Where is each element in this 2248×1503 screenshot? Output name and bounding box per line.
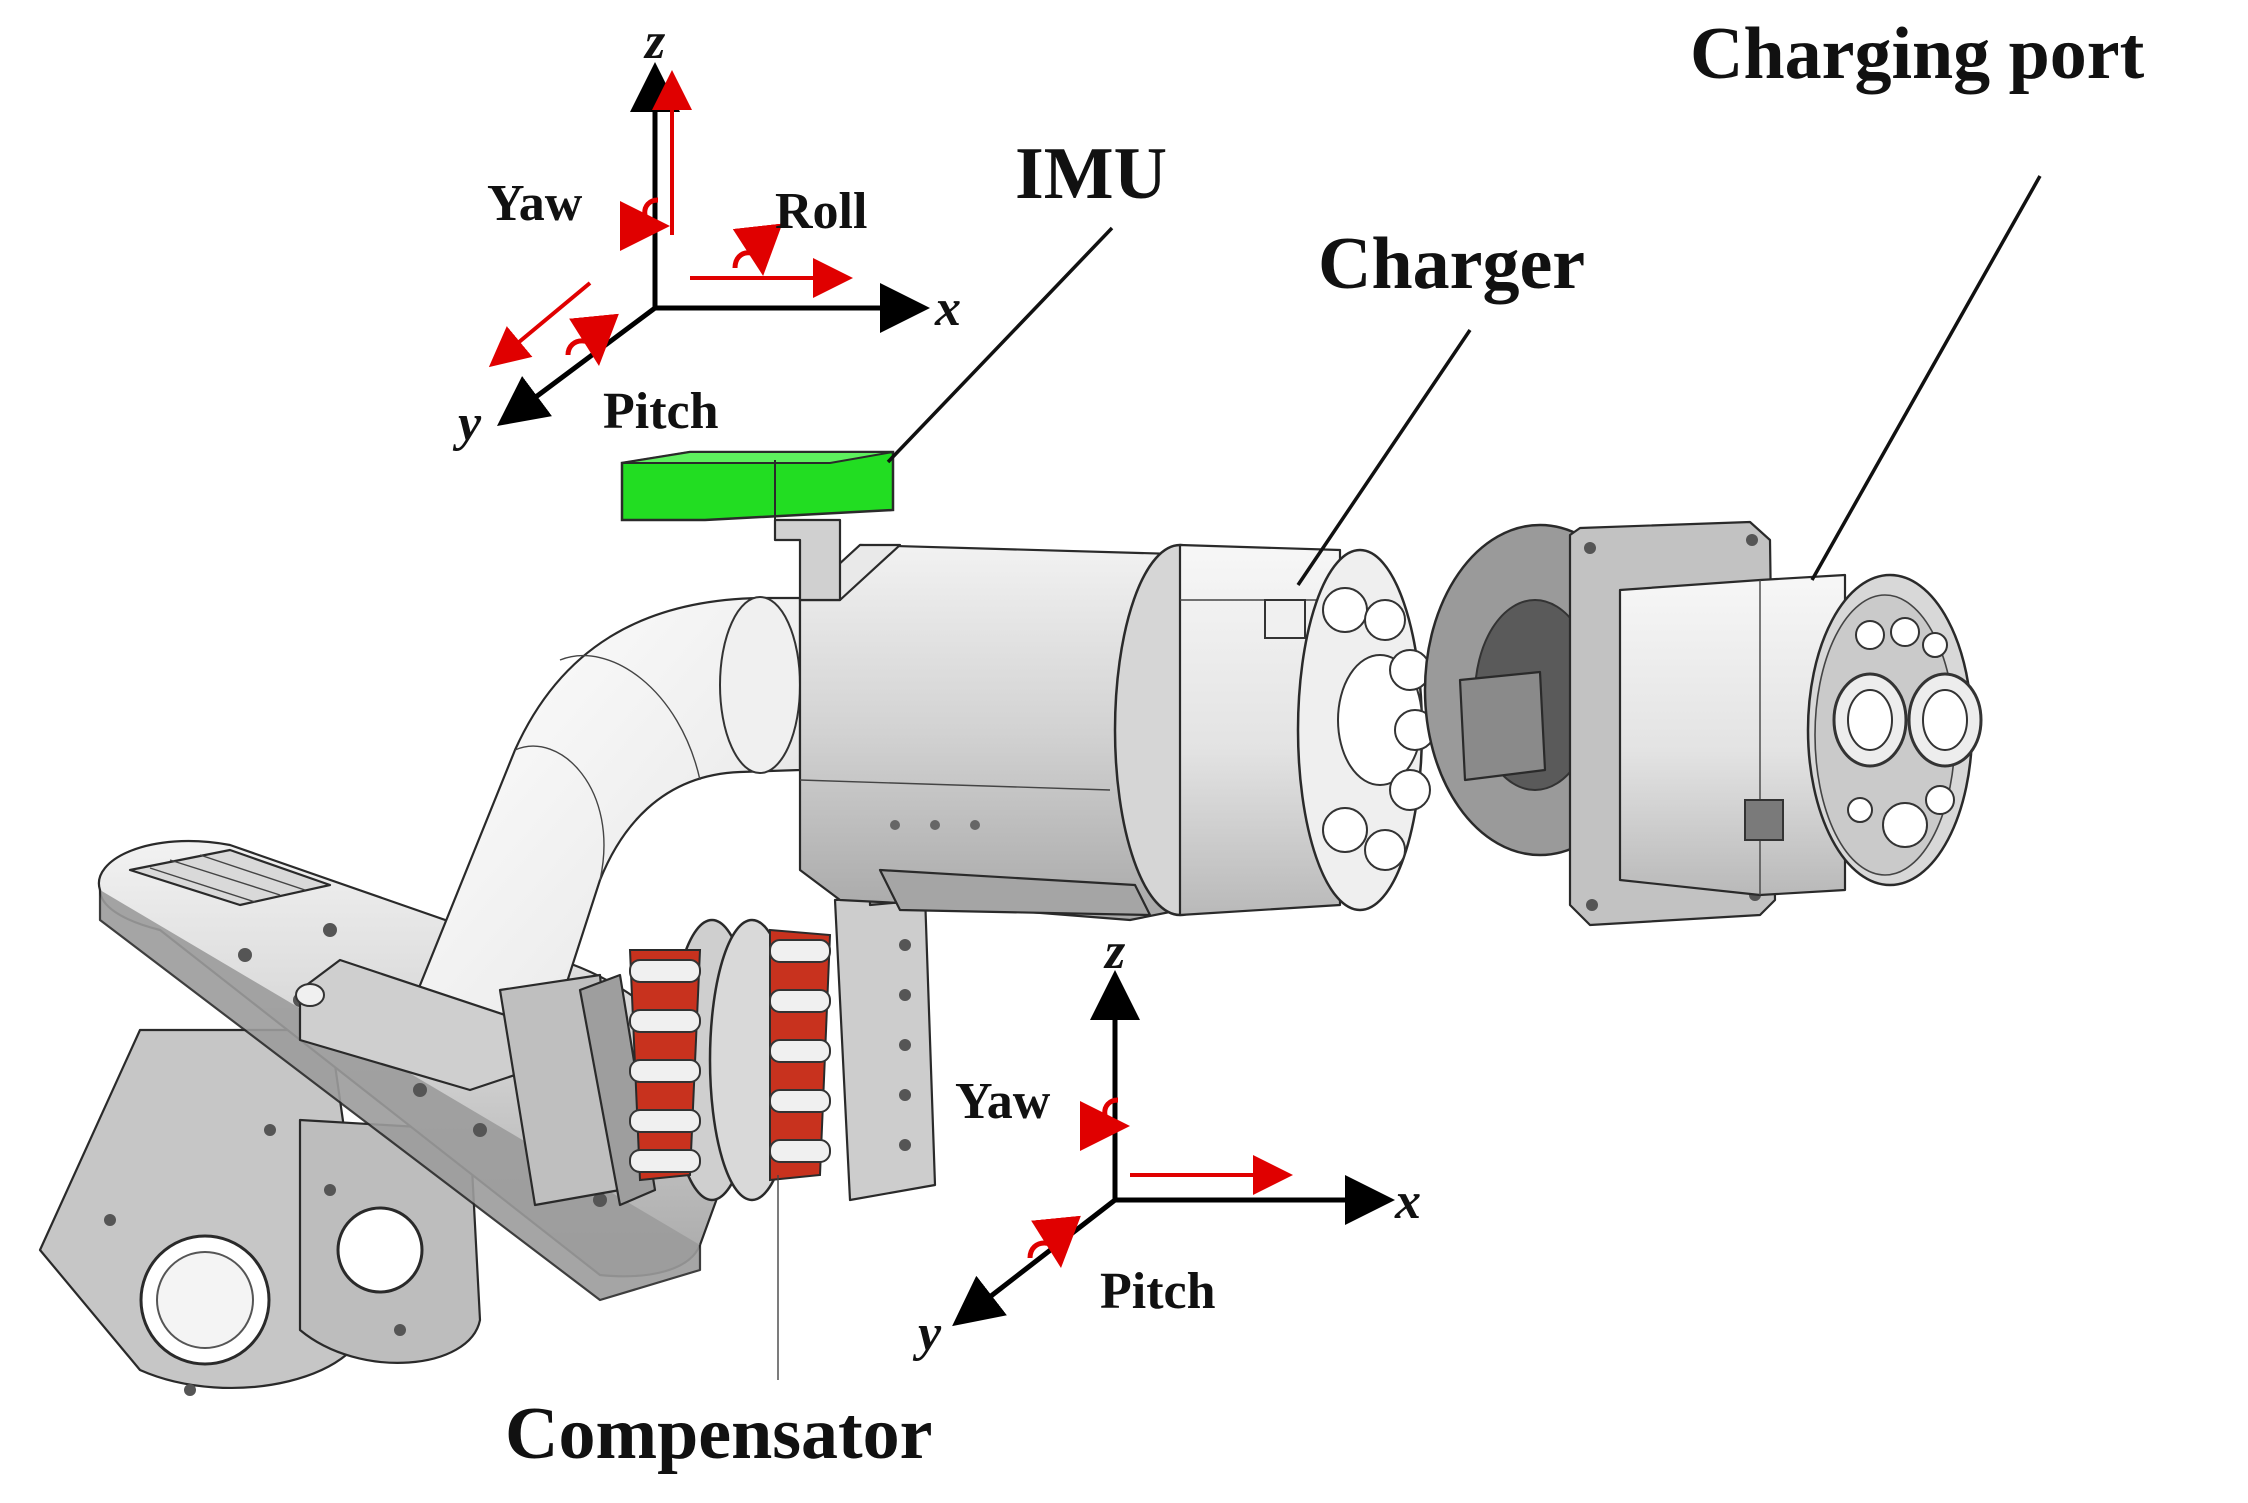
imu-label: IMU	[1015, 133, 1167, 215]
bottom-z-label: z	[1103, 923, 1126, 980]
bottom-y-label: y	[912, 1305, 942, 1362]
top-yaw-label: Yaw	[487, 175, 583, 232]
charging-port-leader	[1810, 175, 2042, 581]
top-pitch-label: Pitch	[603, 383, 719, 440]
callout-leaders	[886, 175, 2042, 586]
top-y-label: y	[452, 395, 482, 452]
top-coordinate-frame: z x y Yaw Roll Pitch	[452, 13, 961, 452]
bottom-coordinate-frame: z x y Yaw Pitch	[912, 923, 1421, 1362]
bottom-x-label: x	[1394, 1173, 1421, 1230]
compensator	[498, 878, 937, 1380]
yaw-rotation-icon	[619, 197, 670, 251]
bottom-pitch-label: Pitch	[1100, 1263, 1216, 1320]
bent-tube	[295, 596, 802, 1092]
callout-labels: Charging port IMU Charger Compensator	[505, 13, 2145, 1475]
top-x-label: x	[934, 280, 961, 337]
pitch-rotation-icon	[565, 313, 619, 366]
top-roll-label: Roll	[775, 183, 867, 240]
imu-module	[620, 450, 895, 602]
top-z-label: z	[643, 13, 666, 70]
charging-port-label: Charging port	[1690, 13, 2145, 95]
charging-port	[1423, 520, 1983, 927]
yaw-rotation-icon	[1079, 1097, 1130, 1151]
charger-leader	[1296, 329, 1472, 586]
charger-body	[798, 543, 1436, 922]
charger-label: Charger	[1318, 223, 1585, 305]
pitch-rotation-icon	[1027, 1215, 1081, 1268]
roll-rotation-icon	[732, 223, 783, 276]
imu-leader	[886, 226, 1114, 464]
compensator-label: Compensator	[505, 1393, 933, 1475]
bottom-yaw-label: Yaw	[955, 1073, 1051, 1130]
